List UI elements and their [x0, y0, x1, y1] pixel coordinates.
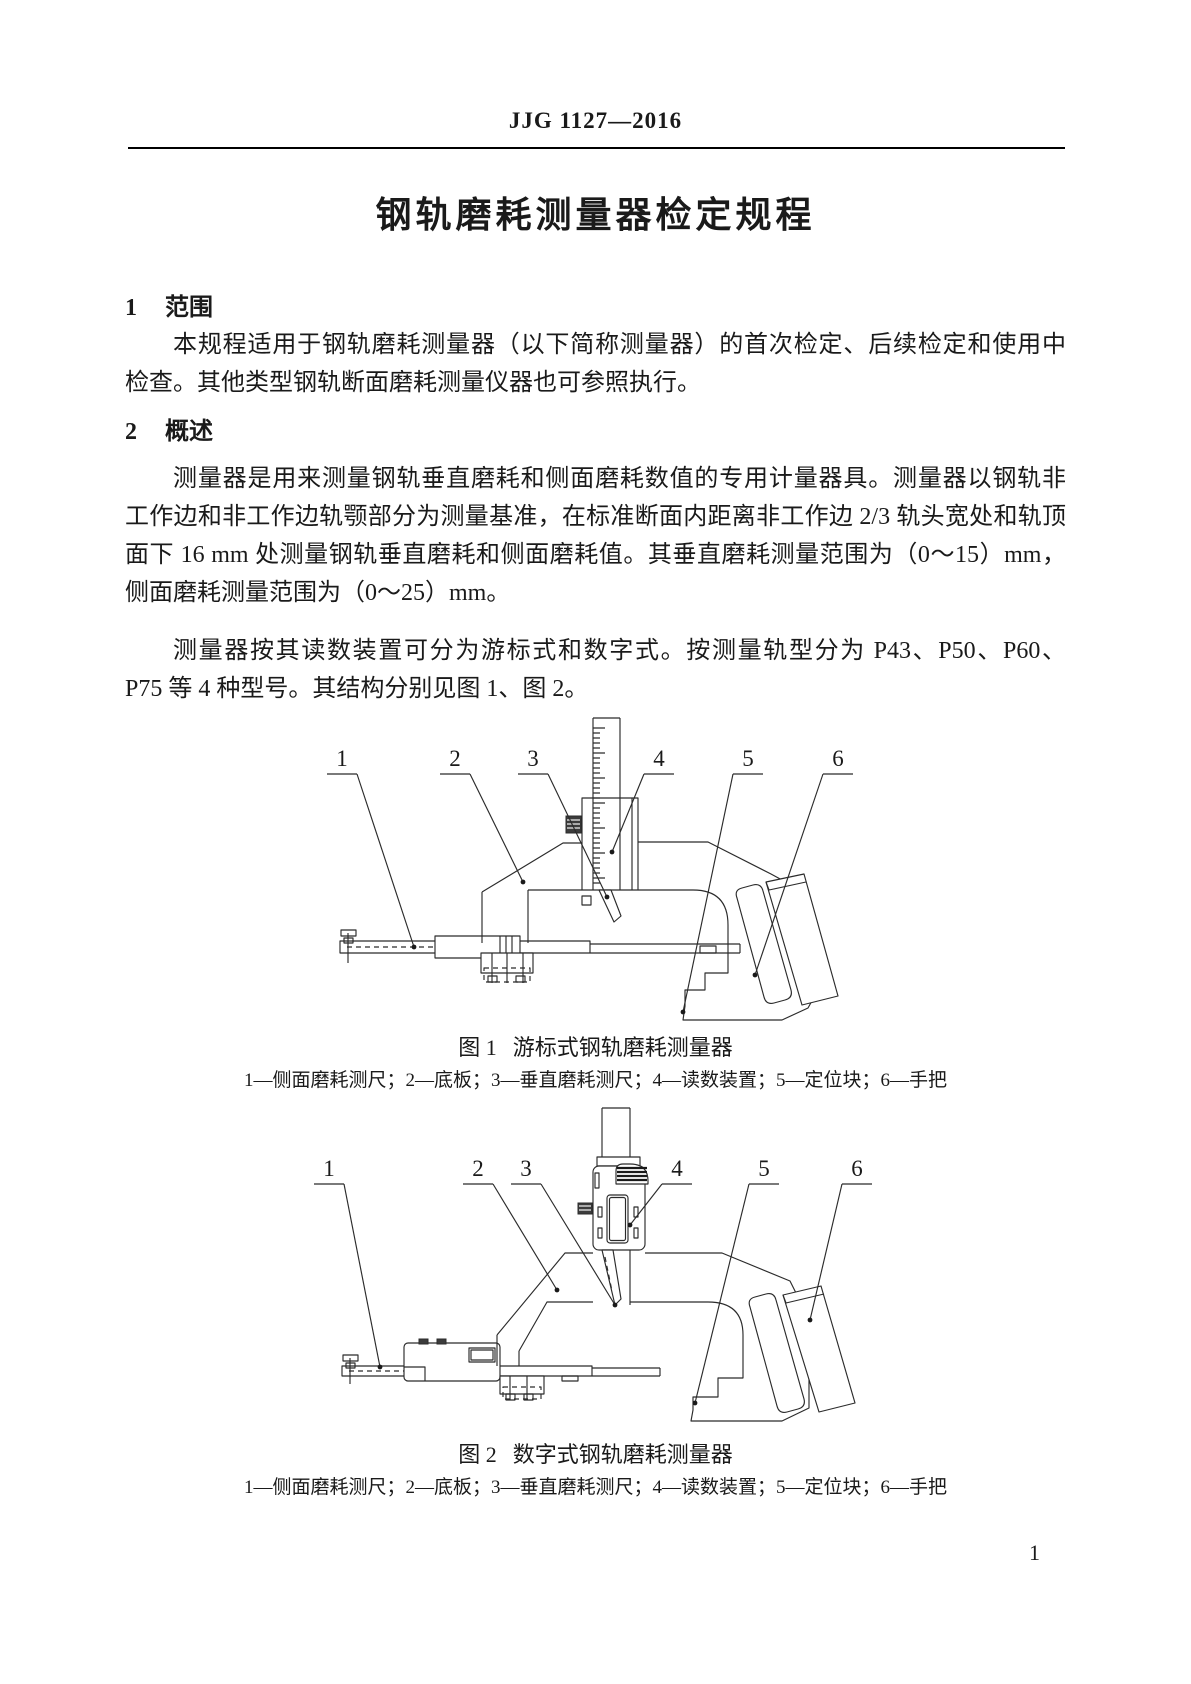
- page-number: 1: [1029, 1540, 1040, 1565]
- section-2-paragraph-1: 测量器是用来测量钢轨垂直磨耗和侧面磨耗数值的专用计量器具。测量器以钢轨非 工作边…: [125, 460, 1066, 612]
- section-title: 概述: [165, 419, 213, 445]
- figure-1-callouts: 1 2 3 4 5: [327, 746, 853, 1015]
- callout-5: 5: [692, 1156, 779, 1406]
- figure-2-callouts: 1 2 3 4 5: [314, 1156, 872, 1406]
- body-line: 测量器按其读数装置可分为游标式和数字式。按测量轨型分为 P43、P50、P60、: [173, 638, 1066, 664]
- figure-1-legend: 1—侧面磨耗测尺；2—底板；3—垂直磨耗测尺；4—读数装置；5—定位块；6—手把: [243, 1070, 947, 1091]
- body-line: 侧面磨耗测量范围为（0～25）mm。: [125, 580, 511, 606]
- body-line: 工作边和非工作边轨颚部分为测量基准，在标准断面内距离非工作边 2/3 轨头宽处和…: [125, 504, 1066, 530]
- body-line: P75 等 4 种型号。其结构分别见图 1、图 2。: [125, 676, 589, 702]
- figure-2-legend: 1—侧面磨耗测尺；2—底板；3—垂直磨耗测尺；4—读数装置；5—定位块；6—手把: [243, 1477, 947, 1498]
- figure-2-label: 图 2: [458, 1442, 497, 1467]
- svg-text:5: 5: [742, 746, 754, 771]
- section-1-paragraph: 本规程适用于钢轨磨耗测量器（以下简称测量器）的首次检定、后续检定和使用中 检查。…: [125, 326, 1066, 402]
- display-window: [606, 1194, 629, 1244]
- svg-text:1: 1: [323, 1156, 335, 1181]
- handle: [735, 873, 839, 1006]
- side-wear-rule-assembly: [339, 929, 741, 983]
- svg-text:3: 3: [520, 1156, 532, 1181]
- handle: [748, 1285, 856, 1413]
- callout-1: 1: [314, 1156, 383, 1370]
- digital-side-wear-assembly: [341, 1338, 661, 1401]
- svg-text:3: 3: [527, 746, 539, 771]
- callout-2: 2: [440, 746, 526, 885]
- section-number: 1: [125, 295, 137, 321]
- doc-title: 钢轨磨耗测量器检定规程: [375, 195, 816, 235]
- section-title: 范围: [165, 295, 213, 321]
- figure-1-title: 游标式钢轨磨耗测量器: [512, 1035, 733, 1060]
- section-2-heading: 2 概述: [125, 417, 1066, 447]
- callout-2: 2: [463, 1156, 560, 1293]
- callout-3: 3: [511, 1156, 618, 1308]
- digital-caliper-head: [577, 1107, 649, 1306]
- callout-4: 4: [609, 746, 674, 855]
- svg-text:5: 5: [758, 1156, 770, 1181]
- figure-1-caption: 图 1 游标式钢轨磨耗测量器: [0, 1034, 1191, 1062]
- body-line: 检查。其他类型钢轨断面磨耗测量仪器也可参照执行。: [125, 370, 701, 396]
- body-line: 面下 16 mm 处测量钢轨垂直磨耗和侧面磨耗值。其垂直磨耗测量范围为（0～15…: [125, 542, 1066, 568]
- vernier-caliper-column: [565, 717, 639, 923]
- figure-2-title: 数字式钢轨磨耗测量器: [512, 1442, 733, 1467]
- svg-text:4: 4: [671, 1156, 683, 1181]
- svg-text:6: 6: [832, 746, 844, 771]
- body-line: 本规程适用于钢轨磨耗测量器（以下简称测量器）的首次检定、后续检定和使用中: [173, 332, 1066, 358]
- callout-5: 5: [680, 746, 763, 1015]
- section-1-heading: 1 范围: [125, 293, 1066, 323]
- figure-2-drawing: 1 2 3 4 5: [314, 1107, 872, 1422]
- svg-text:1: 1: [336, 746, 348, 771]
- body-line: 测量器是用来测量钢轨垂直磨耗和侧面磨耗数值的专用计量器具。测量器以钢轨非: [173, 466, 1066, 492]
- callout-3: 3: [518, 746, 610, 900]
- figure-2-caption: 图 2 数字式钢轨磨耗测量器: [0, 1441, 1191, 1469]
- svg-text:2: 2: [449, 746, 461, 771]
- callout-6: 6: [807, 1156, 872, 1323]
- figure-1-drawing: 1 2 3 4 5: [327, 717, 853, 1021]
- callout-6: 6: [752, 746, 853, 978]
- callout-1: 1: [327, 746, 417, 950]
- figure-1-label: 图 1: [458, 1035, 497, 1060]
- header-doc-code: JJG 1127—2016: [508, 108, 683, 133]
- svg-text:6: 6: [851, 1156, 863, 1181]
- header-rule: [128, 147, 1065, 149]
- svg-text:2: 2: [472, 1156, 484, 1181]
- svg-text:4: 4: [653, 746, 665, 771]
- section-2-paragraph-2: 测量器按其读数装置可分为游标式和数字式。按测量轨型分为 P43、P50、P60、…: [125, 632, 1066, 708]
- section-number: 2: [125, 419, 137, 445]
- callout-4: 4: [627, 1156, 692, 1228]
